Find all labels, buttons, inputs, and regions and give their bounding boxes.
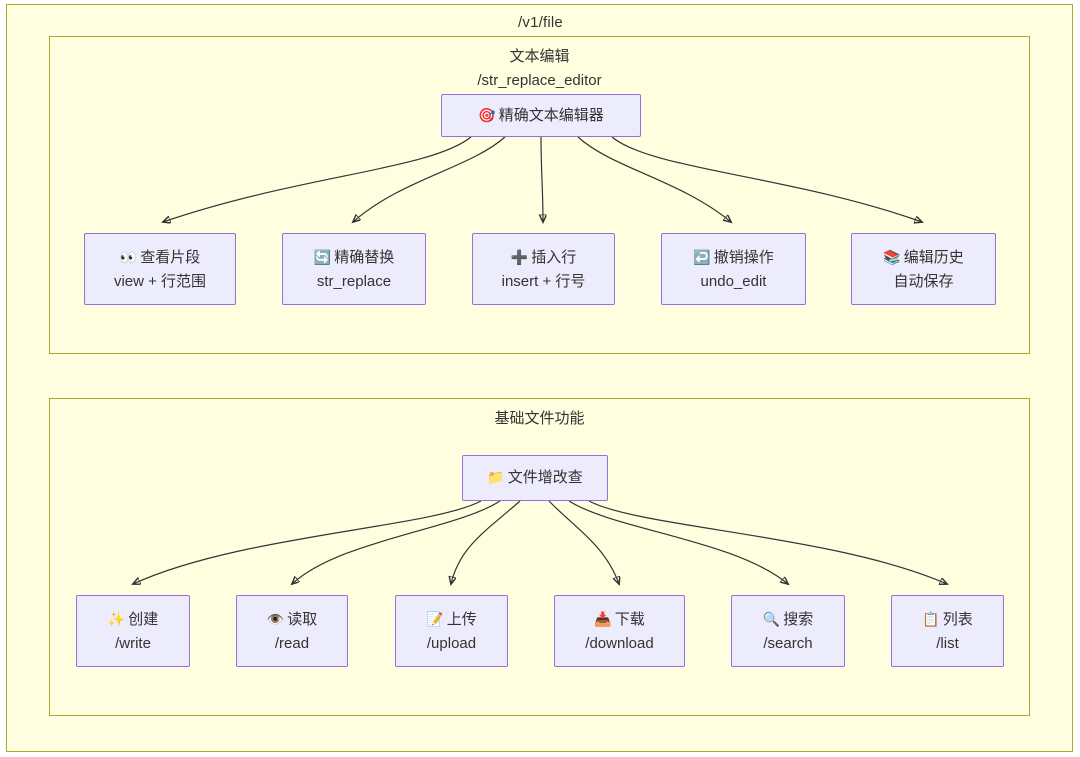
node-title: 读取 (287, 610, 318, 628)
node-insert-line[interactable]: ➕插入行 insert + 行号 (472, 233, 615, 305)
subgraph-text-editor-title: 文本编辑 /str_replace_editor (50, 45, 1029, 93)
refresh-icon: 🔄 (313, 249, 332, 266)
node-label-line: 👀查看片段 (120, 246, 200, 270)
node-str-replace[interactable]: 🔄精确替换 str_replace (282, 233, 426, 305)
clipboard-icon: 📋 (922, 611, 940, 628)
sparkles-icon: ✨ (107, 611, 126, 628)
folder-icon: 📁 (487, 470, 505, 486)
node-label-line: 📥下载 (594, 608, 644, 632)
node-title: 精确替换 (334, 248, 395, 266)
node-label-line: 📚编辑历史 (883, 246, 963, 270)
node-subtitle: str_replace (316, 272, 392, 290)
node-basic-file-root[interactable]: 📁文件增改查 (462, 455, 608, 501)
target-icon: 🎯 (478, 107, 496, 124)
node-title: 上传 (446, 610, 477, 628)
inbox-tray-icon: 📥 (594, 611, 612, 628)
subgraph-text-editor: 文本编辑 /str_replace_editor (49, 36, 1030, 354)
node-subtitle: /list (936, 634, 959, 652)
node-search[interactable]: 🔍搜索 /search (731, 595, 845, 667)
node-title: 下载 (614, 610, 645, 628)
node-title: 插入行 (531, 248, 577, 266)
node-subtitle: 自动保存 (893, 272, 954, 290)
node-list[interactable]: 📋列表 /list (891, 595, 1004, 667)
node-upload[interactable]: 📝上传 /upload (395, 595, 508, 667)
node-subtitle: /upload (426, 634, 477, 652)
node-title: 精确文本编辑器 (498, 106, 604, 124)
node-label-line: 🔍搜索 (763, 608, 813, 632)
node-title: 列表 (942, 610, 973, 628)
node-title: 文件增改查 (507, 469, 583, 486)
undo-icon: ↩️ (693, 249, 711, 266)
node-subtitle: /download (585, 634, 654, 652)
node-label-line: 👁️读取 (267, 608, 317, 632)
node-subtitle: /read (274, 634, 310, 652)
node-read[interactable]: 👁️读取 /read (236, 595, 348, 667)
node-label-line: ↩️撤销操作 (693, 246, 773, 270)
eyes-icon: 👀 (119, 249, 138, 266)
node-undo-edit[interactable]: ↩️撤销操作 undo_edit (661, 233, 806, 305)
node-title: 搜索 (783, 610, 814, 628)
eye-icon: 👁️ (266, 611, 285, 628)
node-write[interactable]: ✨创建 /write (76, 595, 190, 667)
node-subtitle: /search (763, 634, 813, 652)
node-subtitle: /write (115, 634, 151, 652)
outer-container-label: /v1/file (518, 14, 563, 31)
node-label-line: ➕插入行 (511, 246, 576, 270)
node-title: 撤销操作 (713, 248, 774, 266)
subgraph-title-line-2: /str_replace_editor (477, 72, 602, 89)
node-label-line: 🔄精确替换 (314, 246, 394, 270)
node-title: 编辑历史 (903, 248, 964, 266)
subgraph-basic-file: 基础文件功能 (49, 398, 1030, 716)
node-subtitle: view + 行范围 (113, 272, 207, 290)
plus-icon: ➕ (510, 249, 529, 266)
node-edit-history[interactable]: 📚编辑历史 自动保存 (851, 233, 996, 305)
node-download[interactable]: 📥下载 /download (554, 595, 685, 667)
node-text-editor-root[interactable]: 🎯精确文本编辑器 (441, 94, 641, 137)
magnifier-icon: 🔍 (762, 611, 781, 628)
node-label-line: ✨创建 (108, 608, 158, 632)
node-label-line: 📋列表 (922, 608, 972, 632)
subgraph-title-line-1: 文本编辑 (509, 48, 570, 65)
node-label-line: 🎯精确文本编辑器 (478, 104, 603, 128)
node-title: 查看片段 (140, 248, 201, 266)
node-label-line: 📁文件增改查 (487, 466, 582, 490)
node-title: 创建 (128, 610, 159, 628)
subgraph-basic-file-title: 基础文件功能 (50, 407, 1029, 431)
node-subtitle: undo_edit (700, 272, 767, 290)
memo-icon: 📝 (426, 611, 444, 628)
subgraph-title-line-1: 基础文件功能 (494, 410, 585, 427)
node-view-segment[interactable]: 👀查看片段 view + 行范围 (84, 233, 236, 305)
node-subtitle: insert + 行号 (501, 272, 586, 290)
node-label-line: 📝上传 (426, 608, 476, 632)
books-icon: 📚 (883, 249, 901, 266)
